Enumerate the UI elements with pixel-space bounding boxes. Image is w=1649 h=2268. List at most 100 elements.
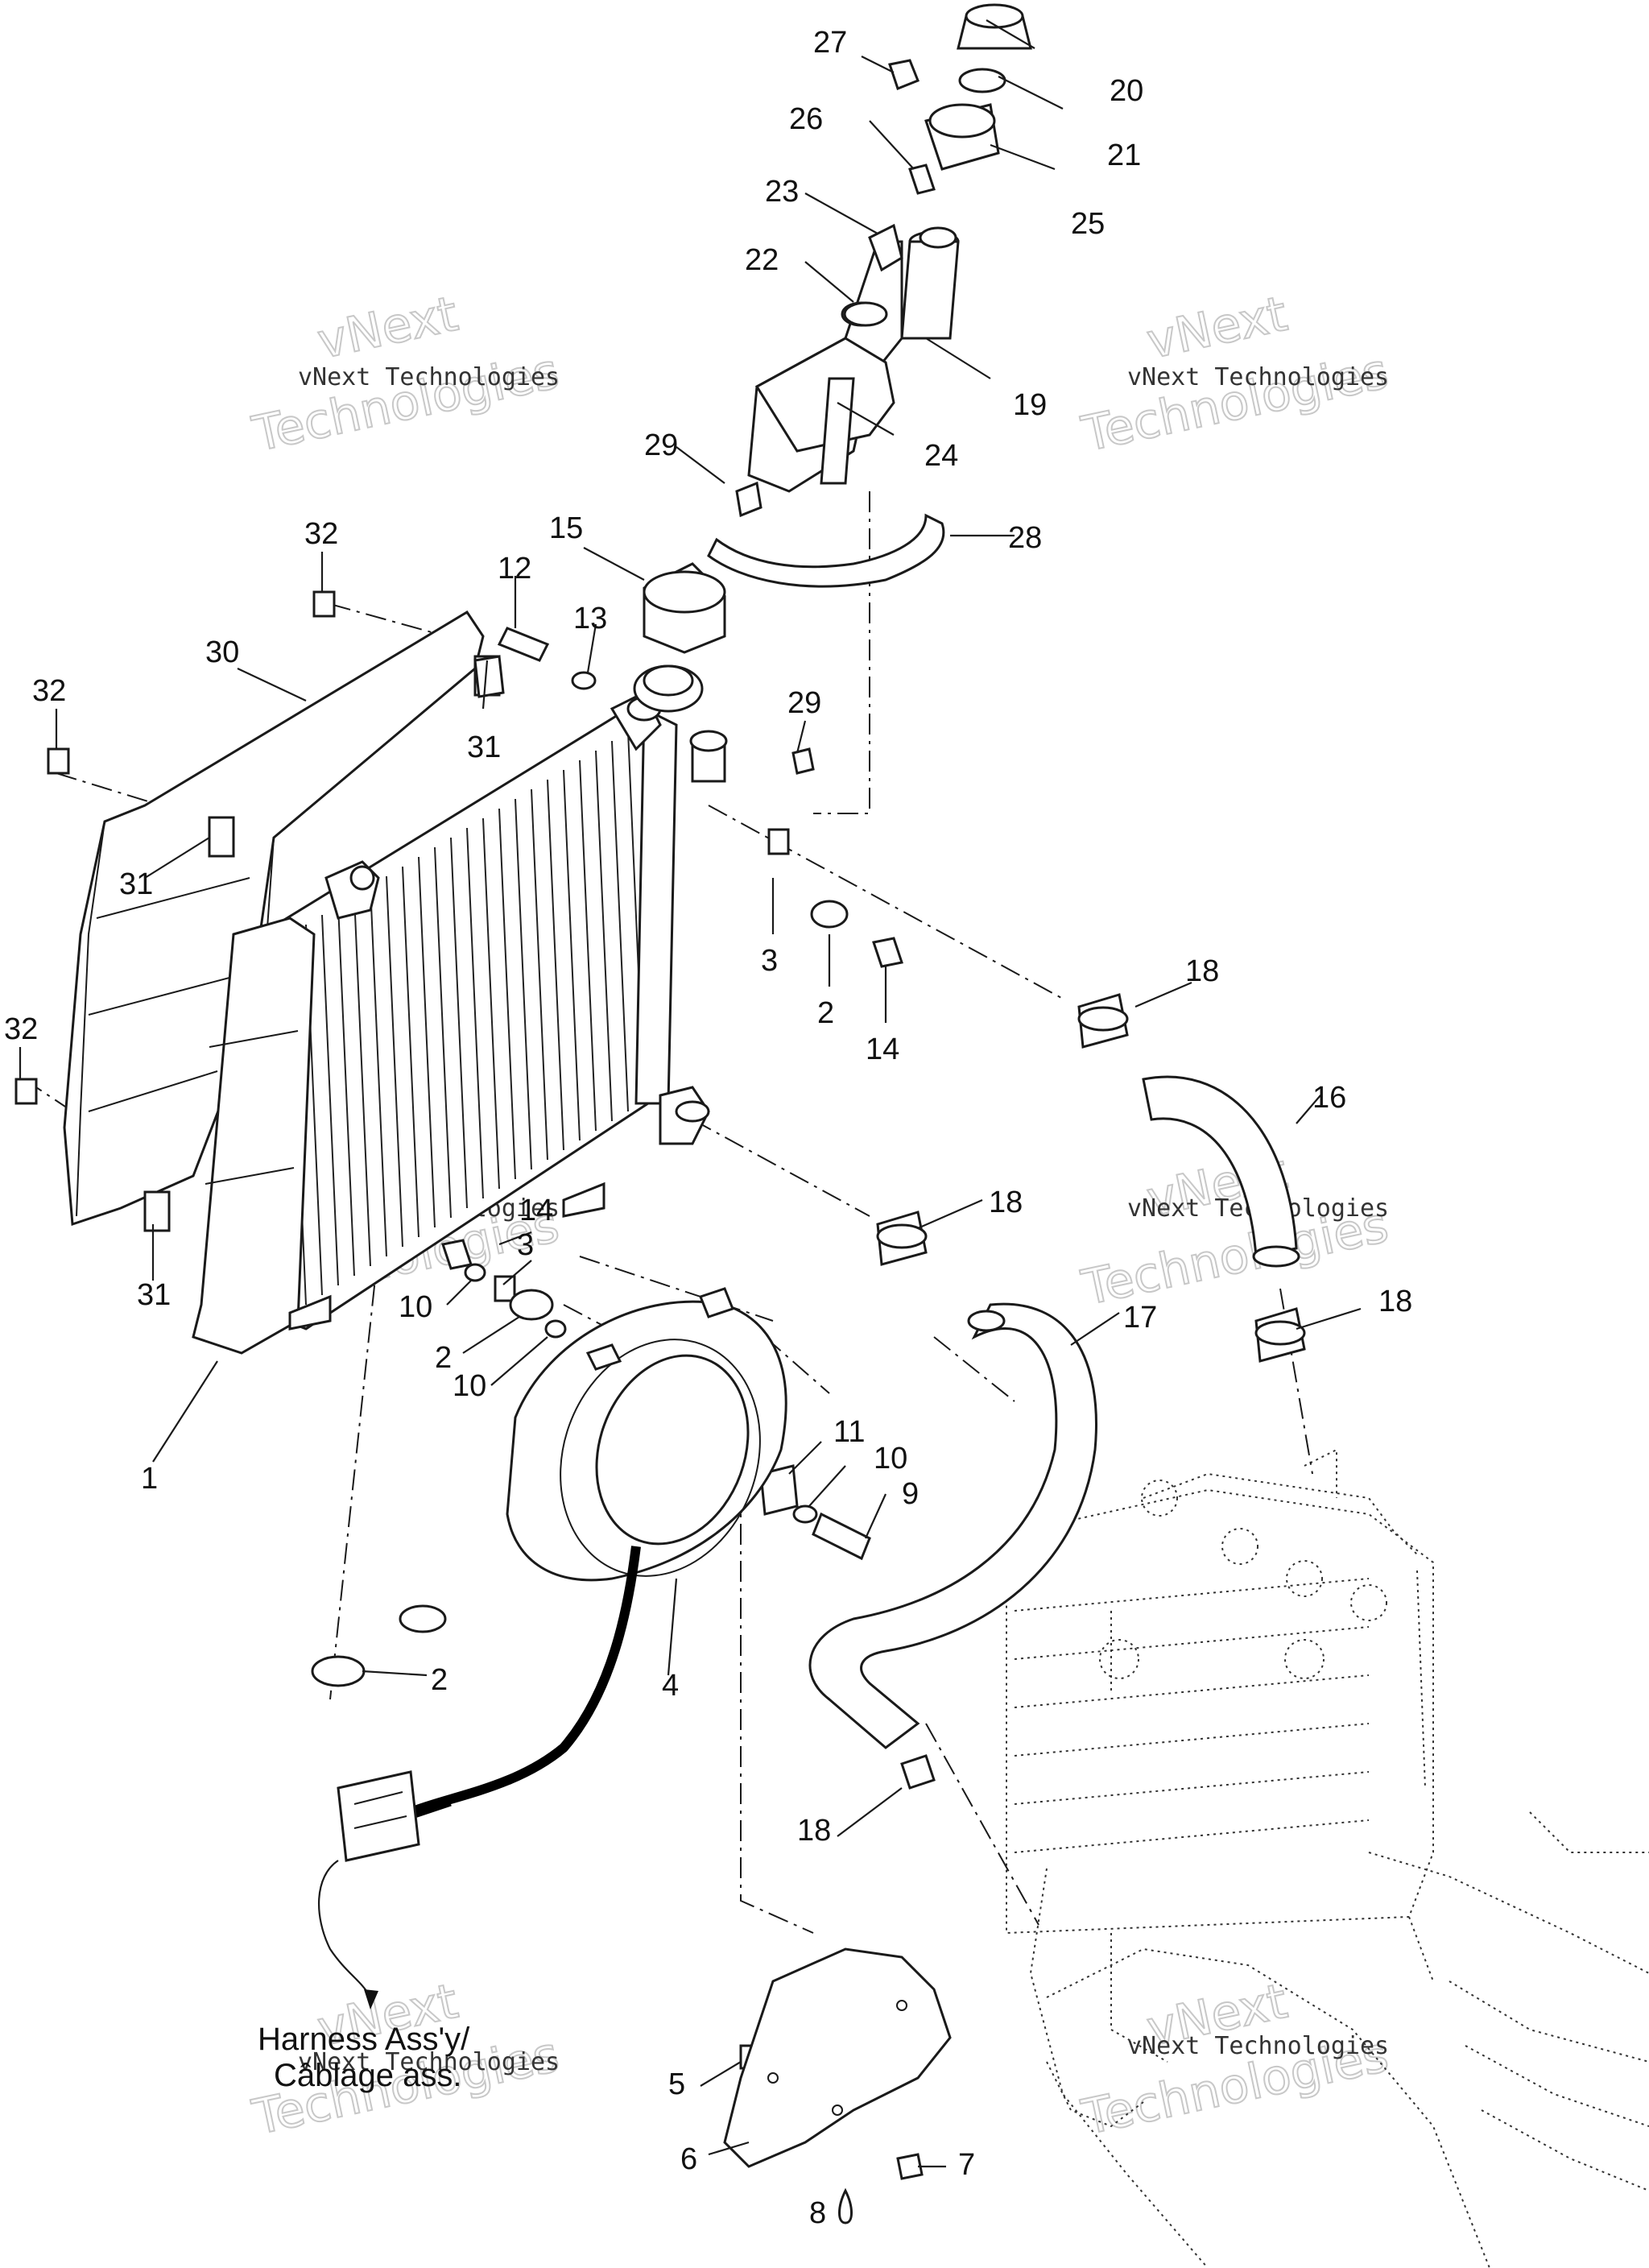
callout-4: 4 bbox=[662, 1669, 679, 1703]
callout-2-mid: 2 bbox=[435, 1341, 452, 1375]
callout-31-top: 31 bbox=[467, 730, 501, 764]
callout-31-mid: 31 bbox=[119, 867, 153, 901]
callout-32-low: 32 bbox=[4, 1012, 38, 1046]
cooling-fan bbox=[318, 1287, 787, 2009]
grommet-2 bbox=[810, 900, 849, 929]
watermark-small: vNext Technologies bbox=[1127, 2032, 1389, 2060]
callout-2-low: 2 bbox=[431, 1663, 448, 1697]
callout-21: 21 bbox=[1107, 139, 1141, 172]
engine-reference bbox=[1006, 1448, 1649, 2268]
upper-hose bbox=[1142, 1075, 1298, 1258]
radiator-left-tank bbox=[192, 917, 316, 1355]
callout-17: 17 bbox=[1123, 1301, 1157, 1335]
callout-25: 25 bbox=[1071, 207, 1105, 241]
callouts: 20 27 21 26 25 23 22 19 24 29 28 15 32 1… bbox=[4, 26, 1412, 2230]
clip-31 bbox=[473, 655, 505, 698]
lower-hose bbox=[808, 1302, 1097, 1749]
arrow-icon bbox=[364, 1989, 378, 2009]
screw-32 bbox=[312, 590, 336, 618]
callout-18-a: 18 bbox=[1185, 954, 1219, 988]
bracket-11 bbox=[759, 1464, 799, 1516]
washer-10 bbox=[792, 1504, 818, 1524]
grommet-22 bbox=[843, 301, 888, 327]
watermark-big-2: Technologies bbox=[1077, 343, 1394, 463]
callout-29-mid: 29 bbox=[787, 686, 821, 720]
callout-13: 13 bbox=[573, 602, 607, 635]
callout-20: 20 bbox=[1110, 74, 1143, 108]
callout-32-mid: 32 bbox=[32, 674, 66, 708]
callout-1: 1 bbox=[141, 1462, 158, 1496]
watermark-bottom-right: vNext Technologies vNext Technologies bbox=[1077, 1972, 1395, 2147]
callout-10-b: 10 bbox=[453, 1369, 486, 1403]
callout-18-c: 18 bbox=[1378, 1285, 1412, 1318]
shroud-clip-icon bbox=[208, 816, 235, 858]
filler-cap-assembly bbox=[919, 3, 1032, 249]
callout-12: 12 bbox=[498, 552, 531, 586]
callout-26: 26 bbox=[789, 102, 823, 136]
callout-16: 16 bbox=[1312, 1081, 1346, 1115]
callout-8: 8 bbox=[809, 2196, 826, 2230]
callout-29-top: 29 bbox=[644, 428, 678, 462]
hoses bbox=[808, 993, 1306, 1790]
callout-10-a: 10 bbox=[399, 1290, 432, 1324]
callout-14-top: 14 bbox=[866, 1033, 899, 1066]
phantom-lines bbox=[23, 491, 1313, 1934]
callout-18-b: 18 bbox=[989, 1186, 1023, 1219]
screw-26 bbox=[908, 163, 936, 195]
nut-27 bbox=[888, 59, 920, 90]
fan-connector bbox=[337, 1770, 420, 1862]
loctite-drop-icon bbox=[838, 2187, 853, 2225]
grommet-2 bbox=[399, 1604, 447, 1633]
hose-clamp-18 bbox=[900, 1754, 936, 1790]
watermark-small: vNext Technologies bbox=[298, 2048, 560, 2076]
cap-gasket bbox=[958, 68, 1006, 93]
watermark-big-1: vNext bbox=[313, 286, 463, 370]
callout-9: 9 bbox=[902, 1477, 919, 1511]
callout-5: 5 bbox=[668, 2067, 685, 2101]
fitting-23 bbox=[868, 223, 903, 272]
harness-label: Harness Ass'y/ Câblage ass. bbox=[258, 2022, 470, 2093]
leader-lines bbox=[19, 19, 1362, 2168]
washer-10 bbox=[464, 1263, 486, 1282]
radiator-cap bbox=[643, 562, 726, 654]
callout-18-d: 18 bbox=[797, 1814, 831, 1848]
watermark-small: vNext Technologies bbox=[298, 363, 560, 391]
callout-15: 15 bbox=[549, 511, 583, 545]
callout-28: 28 bbox=[1008, 521, 1042, 555]
bolt-12 bbox=[497, 627, 550, 662]
callout-27: 27 bbox=[813, 26, 847, 60]
callout-2-top: 2 bbox=[817, 996, 834, 1030]
clamp-29 bbox=[735, 481, 763, 518]
shroud-clip-icon bbox=[143, 1190, 171, 1232]
screw-32 bbox=[47, 747, 70, 775]
washer-10 bbox=[544, 1319, 567, 1339]
callout-10-c: 10 bbox=[874, 1442, 907, 1475]
callout-23: 23 bbox=[765, 175, 799, 209]
callout-14-mid: 14 bbox=[519, 1194, 553, 1227]
watermark-big-1: vNext bbox=[1143, 286, 1292, 370]
spacer-3 bbox=[767, 828, 790, 855]
screw-32 bbox=[14, 1078, 38, 1105]
grommet-2 bbox=[509, 1289, 554, 1321]
washer-13 bbox=[571, 671, 597, 690]
callout-31-low: 31 bbox=[137, 1278, 171, 1312]
callout-11: 11 bbox=[833, 1415, 865, 1449]
callout-19: 19 bbox=[1013, 388, 1047, 422]
callout-7: 7 bbox=[958, 2148, 975, 2182]
nut-14 bbox=[872, 937, 903, 968]
fan-cover bbox=[723, 1947, 952, 2168]
radiator-right-tank bbox=[634, 706, 678, 1105]
callout-32-top: 32 bbox=[304, 517, 338, 551]
bolt-9 bbox=[812, 1512, 871, 1561]
watermark-big-2: Technologies bbox=[248, 343, 564, 463]
spacer-3 bbox=[494, 1275, 516, 1302]
watermark-top-left: vNext Technologies vNext Technologies bbox=[247, 285, 565, 464]
radiator bbox=[192, 664, 728, 1355]
watermark-small: vNext Technologies bbox=[1127, 363, 1389, 391]
screw-7 bbox=[896, 2153, 924, 2180]
clamp-29 bbox=[791, 747, 815, 775]
callout-22: 22 bbox=[745, 243, 779, 277]
watermark-top-right: vNext Technologies vNext Technologies bbox=[1077, 285, 1395, 464]
tank-internal-tube bbox=[820, 377, 855, 485]
harness-label-line1: Harness Ass'y/ bbox=[258, 2022, 470, 2057]
